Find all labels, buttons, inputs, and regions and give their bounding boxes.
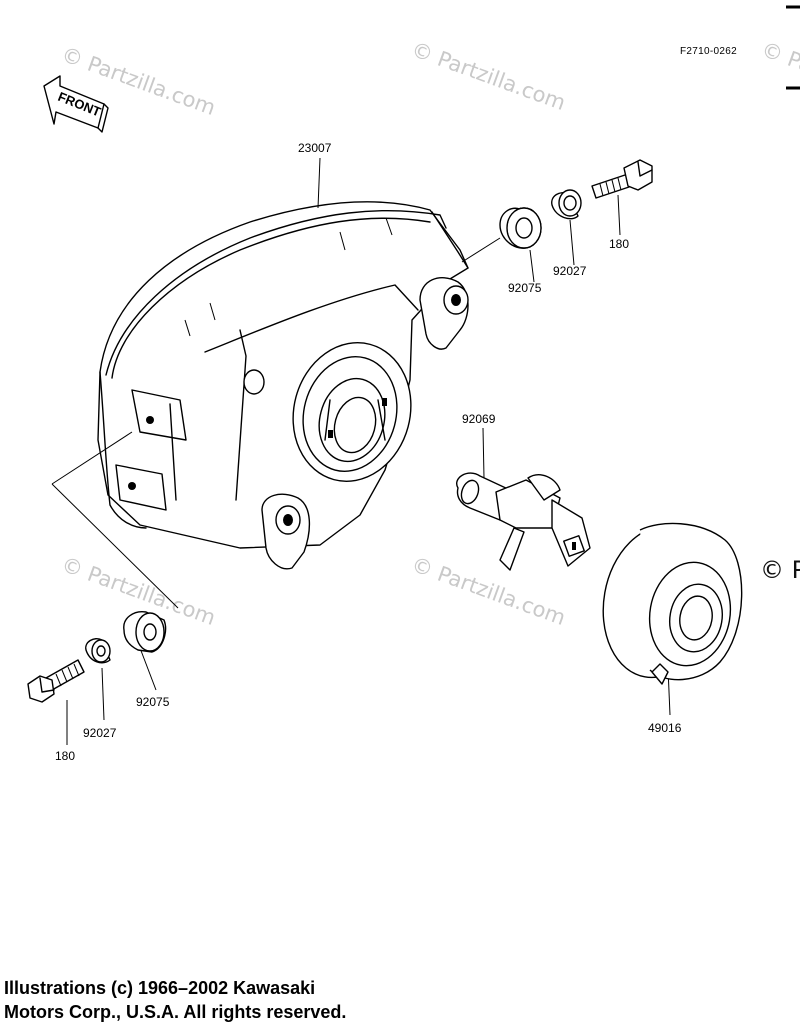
copyright-line-2: Motors Corp., U.S.A. All rights reserved… [4, 1002, 347, 1022]
dust-cover [602, 522, 743, 685]
callout-labels: 23007 92075 92027 180 92069 49016 92075 … [55, 141, 682, 763]
leader-lines [51, 157, 671, 745]
watermark-edge: © P [760, 556, 800, 584]
collar-lower [85, 638, 111, 664]
callout-49016: 49016 [648, 721, 682, 735]
watermark: © Partzilla.com [408, 552, 568, 630]
collar-upper [551, 189, 582, 220]
callout-92075-lower: 92075 [136, 695, 170, 709]
callout-92027-upper: 92027 [553, 264, 587, 278]
bolt-upper [591, 159, 653, 199]
bolt-lower [27, 659, 85, 703]
grommet-lower [123, 611, 167, 653]
front-arrow-icon: FRONT [43, 75, 109, 133]
bulb [456, 472, 591, 571]
edge-marks [786, 5, 800, 90]
watermark: © Partzilla.com [758, 37, 800, 115]
headlight-unit [97, 201, 469, 570]
drawing-code: F2710-0262 [680, 46, 737, 57]
grommet-upper [499, 207, 542, 249]
callout-180-lower: 180 [55, 749, 75, 763]
callout-92075-upper: 92075 [508, 281, 542, 295]
callout-180-upper: 180 [609, 237, 629, 251]
copyright-line-1: Illustrations (c) 1966–2002 Kawasaki [4, 978, 316, 998]
callout-23007: 23007 [298, 141, 332, 155]
copyright-notice: Illustrations (c) 1966–2002 Kawasaki Mot… [4, 976, 704, 1024]
watermark: © Partzilla.com [408, 37, 568, 115]
callout-92027-lower: 92027 [83, 726, 117, 740]
callout-92069: 92069 [462, 412, 496, 426]
